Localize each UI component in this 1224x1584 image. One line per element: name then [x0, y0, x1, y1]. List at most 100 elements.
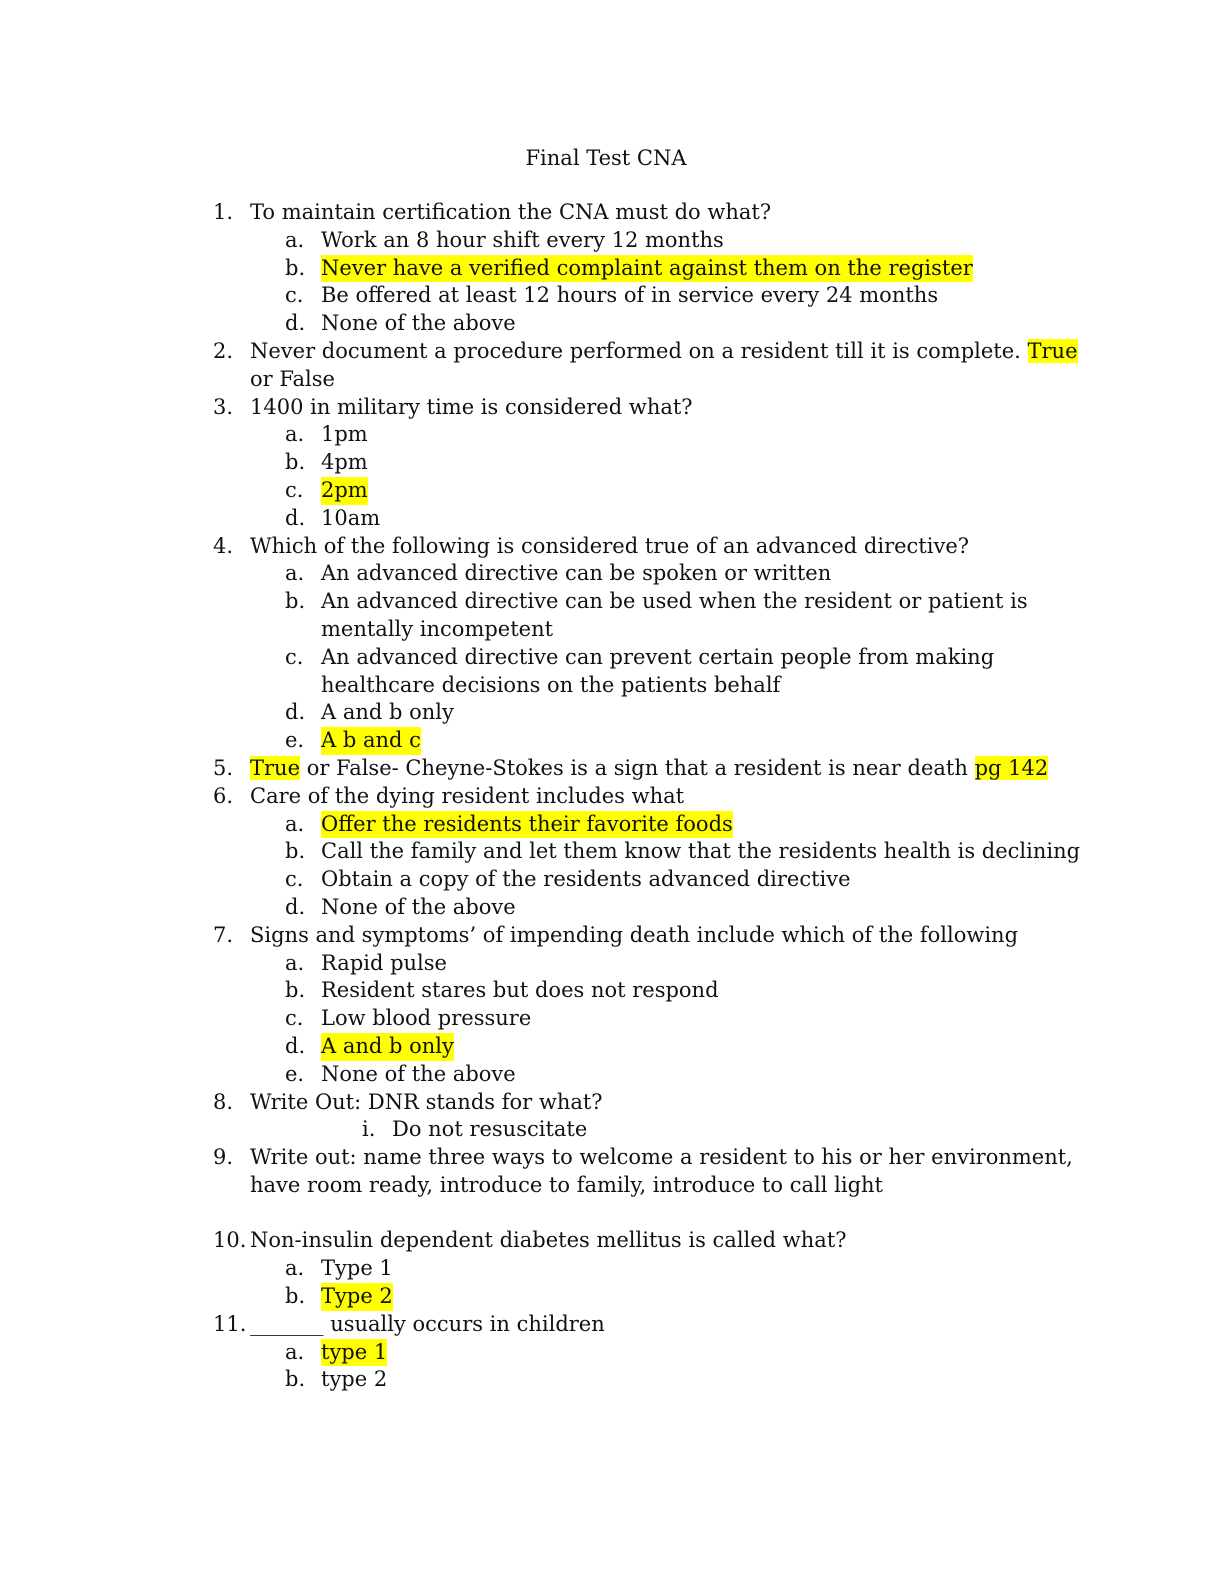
option-text: Resident stares but does not respond — [321, 978, 719, 1003]
highlighted-answer: True — [1027, 338, 1078, 363]
option-label: a. — [285, 950, 305, 975]
option: e. None of the above — [0, 1061, 1224, 1089]
question-text: To maintain certification the CNA must d… — [250, 200, 772, 224]
question-2: 2. Never document a procedure performed … — [0, 338, 1224, 366]
option-label: a. — [285, 1256, 305, 1281]
option-label: c. — [285, 283, 304, 308]
option: d. A and b only — [0, 699, 1224, 727]
question-number: 7. — [213, 922, 234, 947]
option-label: b. — [285, 839, 306, 864]
option-text: Rapid pulse — [321, 950, 447, 975]
option-answer: b. Type 2 — [0, 1283, 1224, 1311]
option: c. Be offered at least 12 hours of in se… — [0, 282, 1224, 310]
option: d. None of the above — [0, 894, 1224, 922]
question-number: 5. — [213, 755, 234, 780]
option: b. Resident stares but does not respond — [0, 977, 1224, 1005]
question-number: 4. — [213, 533, 234, 558]
option: a. Work an 8 hour shift every 12 months — [0, 227, 1224, 255]
option: a. 1pm — [0, 421, 1224, 449]
option-label: a. — [285, 422, 305, 447]
option-label: d. — [285, 505, 306, 530]
option-text: mentally incompetent — [321, 616, 554, 641]
option: a. An advanced directive can be spoken o… — [0, 560, 1224, 588]
question-3: 3. 1400 in military time is considered w… — [0, 394, 1224, 422]
question-text: Signs and symptoms’ of impending death i… — [250, 922, 1019, 947]
question-8: 8. Write Out: DNR stands for what? — [0, 1089, 1224, 1117]
option-text: healthcare decisions on the patients beh… — [321, 672, 781, 697]
option-text: Type 1 — [321, 1256, 393, 1281]
option: b. An advanced directive can be used whe… — [0, 588, 1224, 616]
option-text: Low blood pressure — [321, 1006, 532, 1031]
question-list: 1. To maintain certification the CNA mus… — [0, 199, 1224, 1394]
question-text: usually occurs in children — [330, 1311, 605, 1336]
option: c. An advanced directive can prevent cer… — [0, 644, 1224, 672]
option: b. Call the family and let them know tha… — [0, 838, 1224, 866]
option-continued: mentally incompetent — [0, 616, 1224, 644]
highlighted-answer: type 1 — [321, 1338, 388, 1367]
option-answer: d. A and b only — [0, 1032, 1224, 1061]
question-text: Which of the following is considered tru… — [250, 533, 970, 558]
question-11: 11. _______ usually occurs in children — [0, 1311, 1224, 1339]
option-label: c. — [285, 867, 304, 892]
blank-line — [0, 1200, 1224, 1228]
highlighted-answer: A b and c — [321, 727, 421, 755]
question-text: Never document a procedure performed on … — [250, 338, 1021, 363]
page-title: Final Test CNA — [525, 146, 687, 170]
option-text: 10am — [321, 505, 381, 530]
question-number: 8. — [213, 1089, 234, 1114]
option: d. None of the above — [0, 310, 1224, 338]
option-label: d. — [285, 894, 306, 919]
option-text: None of the above — [321, 1061, 516, 1086]
highlighted-answer: Never have a verified complaint against … — [321, 254, 973, 283]
option-label: a. — [285, 227, 305, 252]
question-number: 1. — [213, 200, 234, 224]
question-text: or False — [250, 366, 335, 391]
question-number: 6. — [213, 783, 234, 808]
option-text: Obtain a copy of the residents advanced … — [321, 867, 851, 892]
option: d. 10am — [0, 505, 1224, 533]
question-number: 11. — [213, 1311, 247, 1336]
question-9-answer: have room ready, introduce to family, in… — [0, 1172, 1224, 1200]
option-text: Call the family and let them know that t… — [321, 839, 1081, 864]
option-label: b. — [285, 450, 306, 475]
option-label: b. — [285, 978, 306, 1003]
option-continued: healthcare decisions on the patients beh… — [0, 672, 1224, 700]
option-text: 4pm — [321, 450, 368, 475]
option-label: c. — [285, 644, 304, 669]
option-label: e. — [285, 728, 305, 753]
option-text: 1pm — [321, 422, 368, 447]
option-text: Be offered at least 12 hours of in servi… — [321, 283, 939, 308]
option: c. Low blood pressure — [0, 1005, 1224, 1033]
question-number: 2. — [213, 338, 234, 363]
option-answer: b. Never have a verified complaint again… — [0, 254, 1224, 283]
option-text: An advanced directive can prevent certai… — [321, 644, 995, 669]
question-4: 4. Which of the following is considered … — [0, 533, 1224, 561]
question-1: 1. To maintain certification the CNA mus… — [0, 199, 1224, 227]
option-label: c. — [285, 1006, 304, 1031]
highlighted-answer: A and b only — [321, 1032, 454, 1061]
question-7: 7. Signs and symptoms’ of impending deat… — [0, 922, 1224, 950]
option: c. Obtain a copy of the residents advanc… — [0, 866, 1224, 894]
option-label: a. — [285, 561, 305, 586]
option-text: None of the above — [321, 894, 516, 919]
question-text: or False- Cheyne-Stokes is a sign that a… — [306, 755, 968, 780]
option-label: d. — [285, 1033, 306, 1058]
fill-in-blank: _______ — [250, 1311, 324, 1336]
highlighted-answer: True — [250, 755, 300, 780]
option-answer: a. Offer the residents their favorite fo… — [0, 810, 1224, 839]
question-text: Write out: name three ways to welcome a … — [250, 1145, 1073, 1170]
option-label: b. — [285, 589, 306, 614]
option: a. Rapid pulse — [0, 950, 1224, 978]
option-text: An advanced directive can be spoken or w… — [321, 561, 832, 586]
question-text: Non-insulin dependent diabetes mellitus … — [250, 1228, 847, 1253]
option-label: a. — [285, 1339, 305, 1364]
highlighted-answer: Type 2 — [321, 1283, 393, 1311]
question-2-continued: or False — [0, 366, 1224, 394]
option-label: c. — [285, 477, 304, 502]
question-text: Care of the dying resident includes what — [250, 783, 685, 808]
option-answer: c. 2pm — [0, 476, 1224, 505]
sub-label: i. — [362, 1117, 376, 1142]
option-text: Work an 8 hour shift every 12 months — [321, 227, 724, 252]
highlighted-answer: 2pm — [321, 476, 368, 505]
